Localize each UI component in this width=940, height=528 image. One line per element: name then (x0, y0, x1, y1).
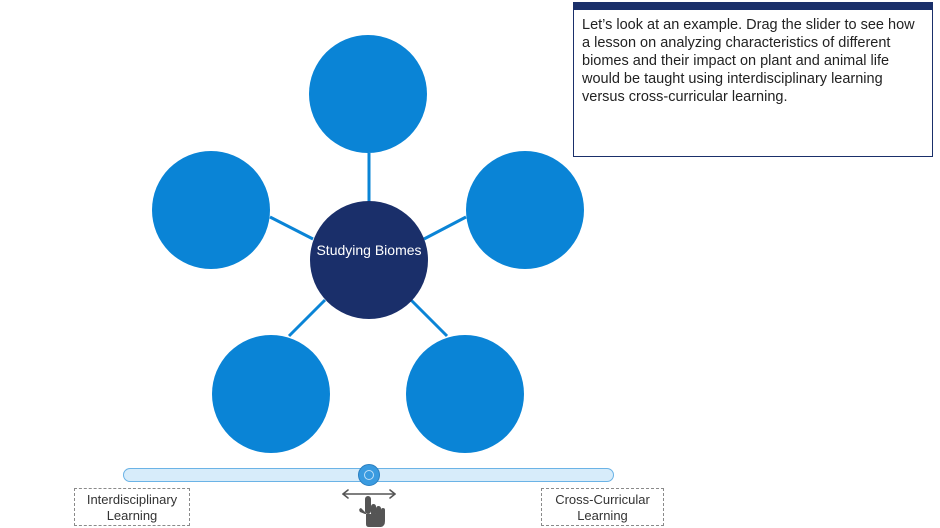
outer-circle-upper-left (152, 151, 270, 269)
connector-lower-left (287, 298, 327, 338)
connector-upper-left (269, 215, 314, 241)
connector-upper-right (423, 215, 467, 241)
outer-circle-lower-right (406, 335, 524, 453)
connector-lower-right (409, 298, 449, 338)
cross-curricular-learning-label: Cross-Curricular Learning (541, 488, 664, 526)
left-right-arrows-icon (342, 489, 396, 499)
connector-lines (269, 153, 467, 338)
outer-circle-top (309, 35, 427, 153)
outer-circle-lower-left (212, 335, 330, 453)
center-circle (310, 201, 428, 319)
center-circle-label: Studying Biomes (316, 242, 422, 258)
outer-circle-upper-right (466, 151, 584, 269)
interdisciplinary-learning-label: Interdisciplinary Learning (74, 488, 190, 526)
instructions-panel: Let’s look at an example. Drag the slide… (573, 2, 933, 157)
drag-hint (342, 489, 396, 527)
slider-thumb[interactable] (357, 464, 380, 486)
hand-pointer-icon (359, 496, 385, 527)
instructions-text: Let’s look at an example. Drag the slide… (582, 17, 915, 105)
